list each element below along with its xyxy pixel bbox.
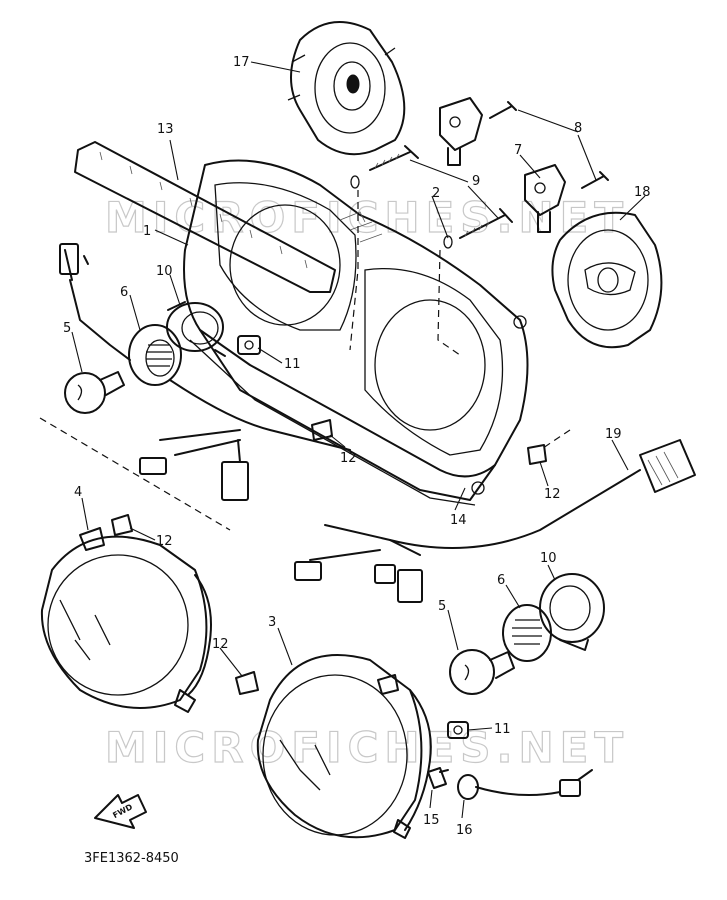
part-1-housing xyxy=(183,159,529,501)
part-14-rim xyxy=(189,339,476,506)
part-19-harness xyxy=(294,439,696,603)
callout-14: 14 xyxy=(450,513,467,528)
part-12-grommets xyxy=(111,419,547,695)
callout-6-lower: 6 xyxy=(497,573,505,588)
callout-17: 17 xyxy=(233,55,250,70)
fwd-label: FWD xyxy=(111,802,134,820)
fwd-arrow-icon: FWD xyxy=(94,794,147,829)
watermark-bottom: MICROFICHES.NET xyxy=(105,723,629,772)
part-16-socket xyxy=(457,769,593,800)
part-6-socket-lower xyxy=(502,604,552,662)
callout-6-upper: 6 xyxy=(120,285,128,300)
callout-16: 16 xyxy=(456,823,473,838)
part-2-rings xyxy=(350,175,453,249)
part-10-collar-lower xyxy=(539,573,605,651)
callout-3: 3 xyxy=(268,615,276,630)
callout-19: 19 xyxy=(605,427,622,442)
part-7-brackets xyxy=(439,97,566,233)
leader-lines xyxy=(71,61,646,819)
part-6-socket-upper xyxy=(128,324,182,386)
callout-8: 8 xyxy=(574,121,582,136)
part-18-cover xyxy=(551,211,663,349)
callout-2: 2 xyxy=(432,186,440,201)
wire-harness-upper xyxy=(59,243,351,501)
callout-18: 18 xyxy=(634,185,651,200)
diagram-code: 3FE1362-8450 xyxy=(84,851,179,866)
callout-12-b: 12 xyxy=(544,487,561,502)
callout-13: 13 xyxy=(157,122,174,137)
callout-12-c: 12 xyxy=(156,534,173,549)
callout-10-lower: 10 xyxy=(540,551,557,566)
callout-15: 15 xyxy=(423,813,440,828)
part-10-collar-upper xyxy=(166,301,226,357)
part-5-bulb-upper xyxy=(64,371,125,414)
part-8-bolts xyxy=(489,101,609,189)
part-4-headlight-left xyxy=(40,527,212,713)
part-13-strip xyxy=(74,141,336,293)
callout-5-lower: 5 xyxy=(438,599,446,614)
callout-1: 1 xyxy=(143,224,151,239)
part-9-bolts xyxy=(369,145,513,239)
callout-12-d: 12 xyxy=(212,637,229,652)
callout-11-lower: 11 xyxy=(494,722,511,737)
part-17-cover xyxy=(287,21,406,156)
part-3-headlight-center xyxy=(256,654,432,839)
callout-5-upper: 5 xyxy=(63,321,71,336)
callout-10-upper: 10 xyxy=(156,264,173,279)
part-11-upper xyxy=(237,335,261,355)
callout-12-a: 12 xyxy=(340,451,357,466)
callout-7: 7 xyxy=(514,143,522,158)
callout-11-upper: 11 xyxy=(284,357,301,372)
part-15-bulb xyxy=(427,767,449,789)
callout-4: 4 xyxy=(74,485,82,500)
part-5-bulb-lower xyxy=(449,649,515,695)
callout-9: 9 xyxy=(472,174,480,189)
